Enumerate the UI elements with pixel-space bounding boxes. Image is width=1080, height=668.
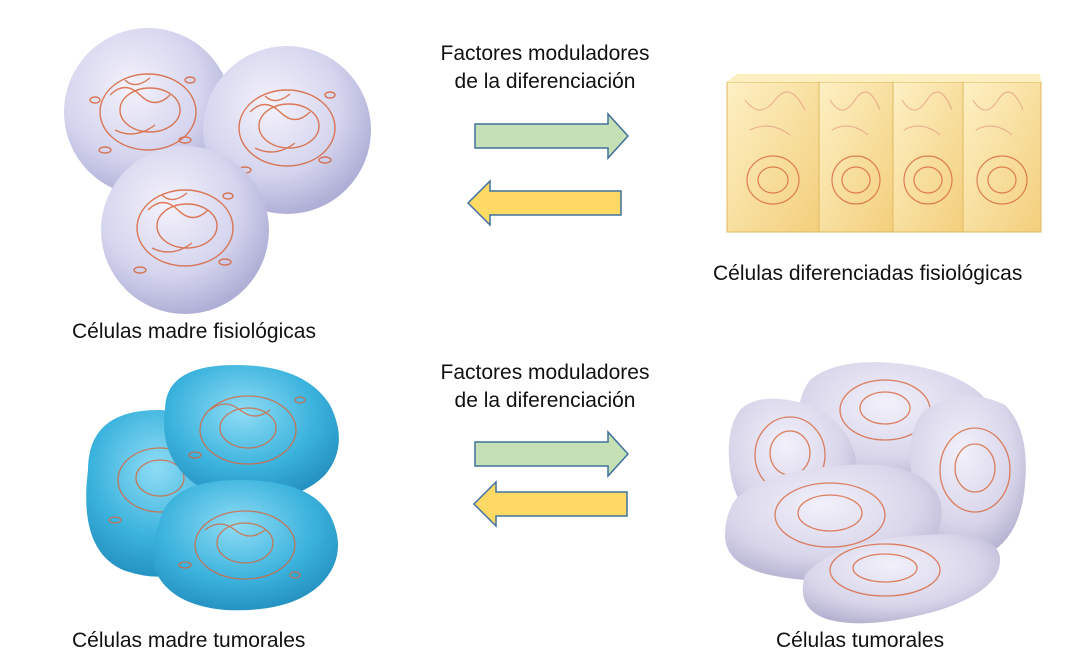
tumor-stem-cell bbox=[164, 365, 339, 500]
tumor-stem-cells-caption: Células madre tumorales bbox=[72, 629, 306, 652]
physiological-stem-cells-caption: Células madre fisiológicas bbox=[72, 320, 316, 343]
physiological-differentiated-cells-caption: Células diferenciadas fisiológicas bbox=[713, 262, 1023, 285]
differentiated-cell bbox=[892, 74, 973, 233]
dedifferentiation-arrow bbox=[466, 179, 622, 227]
differentiated-cell bbox=[726, 74, 829, 233]
top-modulators-label: Factores moduladores de la diferenciació… bbox=[420, 40, 670, 97]
top-modulators-line1: Factores moduladores bbox=[440, 42, 650, 65]
differentiation-arrow bbox=[474, 430, 630, 478]
bottom-modulators-label: Factores moduladores de la diferenciació… bbox=[420, 359, 670, 416]
tumor-cells-illustration bbox=[725, 362, 1026, 624]
tumor-stem-cells-illustration bbox=[86, 365, 339, 611]
differentiated-cells-illustration bbox=[726, 74, 1042, 233]
top-modulators-line2: de la diferenciación bbox=[454, 70, 636, 94]
differentiated-cell bbox=[818, 74, 903, 233]
bottom-modulators-line1: Factores moduladores bbox=[440, 361, 650, 384]
dedifferentiation-arrow bbox=[472, 480, 628, 528]
stem-cell bbox=[101, 146, 269, 314]
bottom-modulators-line2: de la diferenciación bbox=[454, 389, 636, 413]
tumor-cell bbox=[802, 534, 1000, 624]
tumor-cells-caption: Células tumorales bbox=[776, 629, 945, 652]
differentiation-arrow bbox=[474, 112, 630, 160]
physiological-stem-cells-illustration bbox=[64, 28, 371, 314]
tumor-stem-cell bbox=[153, 480, 338, 611]
differentiated-cell bbox=[962, 74, 1042, 233]
